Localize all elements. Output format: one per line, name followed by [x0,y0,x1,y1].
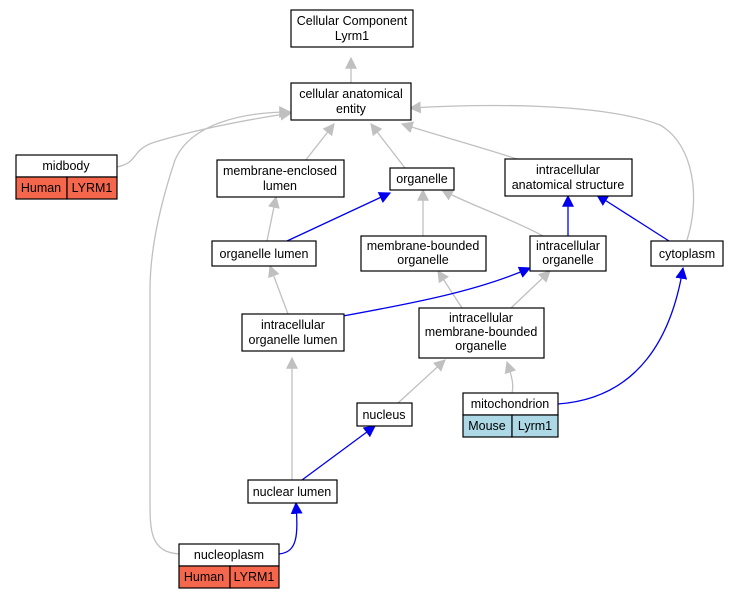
node-label-line: entity [336,102,367,116]
node-label-line: nucleus [362,408,405,422]
node-label-line: organelle [397,253,448,267]
node-label-line: intracellular [536,163,600,177]
node-label-line: intracellular [449,311,513,325]
node-label-line: organelle lumen [249,333,338,347]
node-label-line: membrane-bounded [425,325,538,339]
node-label-line: nuclear lumen [253,485,332,499]
nodes: Cellular Component Lyrm1 cellular anatom… [15,9,724,589]
edge-np-part-of-nl [278,501,303,555]
node-nucleoplasm[interactable]: nucleoplasm [178,543,280,567]
node-intracellular-organelle[interactable]: intracellular organelle [529,235,607,272]
node-nuclear-lumen[interactable]: nuclear lumen [247,479,338,504]
node-intracellular-organelle-lumen[interactable]: intracellular organelle lumen [241,313,345,352]
node-mitochondrion[interactable]: mitochondrion [462,392,559,416]
node-label-line: organelle [396,172,447,186]
mitochondrion-annotation-row: Mouse Lyrm1 [462,414,559,438]
species-tag-mouse: Mouse [468,419,506,433]
node-nucleus[interactable]: nucleus [356,402,413,427]
edge-ol-to-mel [266,195,280,242]
gene-tag: LYRM1 [234,570,275,584]
edge-ias-to-cae [400,121,518,160]
edge-nl-part-of-nucleus [301,425,376,481]
node-label-line: lumen [263,179,297,193]
node-label-line: cytoplasm [659,247,715,261]
node-label-line: intracellular [536,239,600,253]
node-cellular-component-root[interactable]: Cellular Component Lyrm1 [290,9,414,48]
edge-iol-to-ol [268,264,289,315]
edge-mel-to-cae [304,123,335,162]
node-label-line: anatomical structure [512,178,625,192]
node-label-line: Cellular Component [297,14,408,28]
node-label-line: mitochondrion [471,397,550,411]
gene-tag: Lyrm1 [518,419,552,433]
edge-mito-to-imbo [504,360,517,394]
node-label-line: midbody [42,159,90,173]
edge-imbo-to-io [510,270,551,309]
node-label-line: organelle [542,253,593,267]
node-organelle-lumen[interactable]: organelle lumen [211,240,317,267]
node-cellular-anatomical-entity[interactable]: cellular anatomical entity [290,82,412,121]
node-membrane-enclosed-lumen[interactable]: membrane-enclosed lumen [216,159,345,198]
node-label-line: cellular anatomical [299,87,403,101]
node-membrane-bounded-organelle[interactable]: membrane-bounded organelle [360,235,487,272]
edge-cytoplasm-part-of-ias [595,194,670,242]
edge-io-to-organelle [440,189,544,237]
edge-np-to-cae [149,106,292,555]
edge-iol-part-of-io [342,266,532,317]
edge-organelle-to-cae [370,123,406,169]
node-cytoplasm[interactable]: cytoplasm [650,240,724,267]
node-intracellular-anatomical-structure[interactable]: intracellular anatomical structure [504,158,633,197]
node-organelle[interactable]: organelle [389,167,455,191]
midbody-annotation-row: Human LYRM1 [15,176,118,200]
edge-nucleus-to-imbo [397,359,446,404]
edge-imbo-to-mbo [437,269,463,309]
species-tag-human: Human [184,570,224,584]
gene-tag: LYRM1 [72,181,113,195]
nucleoplasm-annotation-row: Human LYRM1 [178,565,280,589]
node-label-line: Lyrm1 [335,29,369,43]
node-label-line: organelle lumen [220,247,309,261]
node-label-line: organelle [455,339,506,353]
species-tag-human: Human [21,181,61,195]
node-label-line: nucleoplasm [194,548,264,562]
node-label-line: membrane-enclosed [223,164,337,178]
edges [116,56,695,555]
edge-ol-part-of-organelle [286,192,392,242]
node-midbody[interactable]: midbody [15,154,118,178]
edge-midbody-to-cae [116,108,293,168]
edge-cytoplasm-to-cae [408,101,695,241]
node-label-line: membrane-bounded [367,239,480,253]
node-label-line: intracellular [261,318,325,332]
node-intracellular-membrane-bounded-organelle[interactable]: intracellular membrane-bounded organelle [418,307,545,359]
edge-mito-part-of-cytoplasm [557,266,688,405]
